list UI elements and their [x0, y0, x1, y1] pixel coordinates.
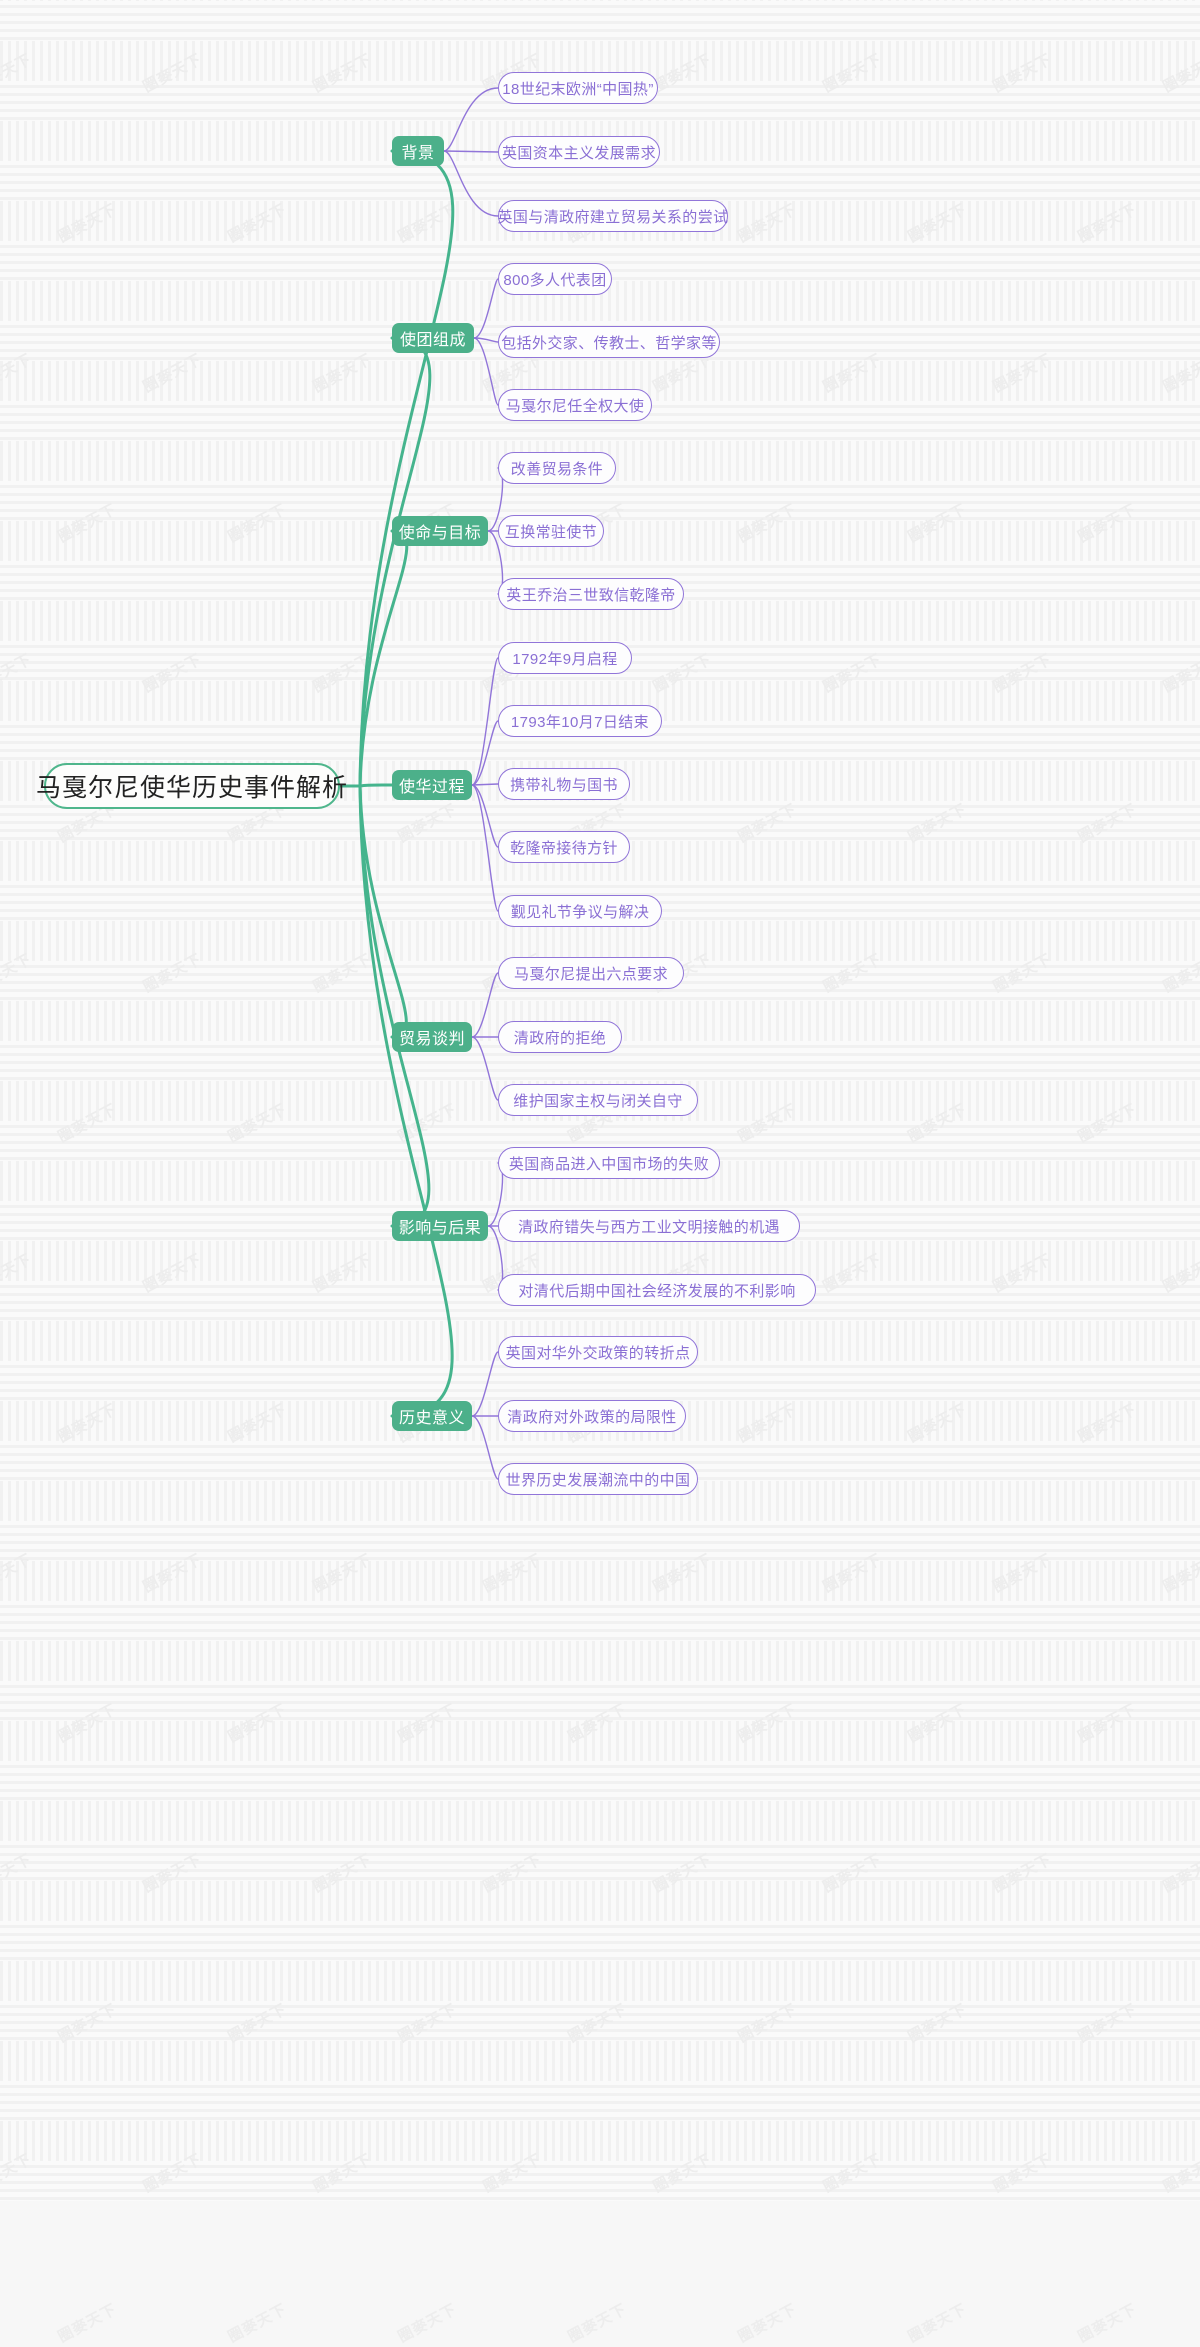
- leaf-node-5-0-label: 英国商品进入中国市场的失败: [508, 1155, 710, 1173]
- leaf-node-0-2-label: 英国与清政府建立贸易关系的尝试: [497, 208, 729, 226]
- leaf-node-0-1-label: 英国资本主义发展需求: [501, 144, 656, 162]
- leaf-node-4-0-label: 马戛尔尼提出六点要求: [513, 965, 668, 983]
- root-node-label: 马戛尔尼使华历史事件解析: [36, 774, 349, 802]
- leaf-node-0-0-label: 18世纪末欧洲“中国热”: [502, 80, 654, 98]
- edge-curve: [471, 720, 499, 786]
- leaf-node-6-0-label: 英国对华外交政策的转折点: [505, 1344, 691, 1362]
- leaf-node-2-2[interactable]: 英王乔治三世致信乾隆帝: [498, 578, 684, 610]
- branch-node-2-label: 使命与目标: [398, 525, 482, 542]
- branch-node-6[interactable]: 历史意义: [392, 1401, 472, 1431]
- edge-curve: [443, 87, 499, 152]
- leaf-node-0-0[interactable]: 18世纪末欧洲“中国热”: [498, 72, 658, 104]
- edge-curve: [471, 783, 499, 786]
- leaf-node-5-2[interactable]: 对清代后期中国社会经济发展的不利影响: [498, 1274, 816, 1306]
- edge-curve: [471, 972, 499, 1038]
- leaf-node-4-0[interactable]: 马戛尔尼提出六点要求: [498, 957, 684, 989]
- watermark-text: 圈麥天下: [1074, 2299, 1140, 2346]
- edge-curve: [471, 1415, 499, 1480]
- edge-curve: [471, 657, 499, 786]
- watermark-text: 圈麥天下: [394, 2299, 460, 2346]
- branch-node-3[interactable]: 使华过程: [392, 770, 472, 800]
- root-node[interactable]: 马戛尔尼使华历史事件解析: [36, 763, 347, 809]
- leaf-node-5-1[interactable]: 清政府错失与西方工业文明接触的机遇: [498, 1210, 800, 1242]
- edge-curve: [473, 337, 499, 343]
- watermark-text: 圈麥天下: [734, 2299, 800, 2346]
- edge-curve: [473, 278, 499, 339]
- leaf-node-4-1-label: 清政府的拒绝: [513, 1029, 607, 1047]
- leaf-node-1-2-label: 马戛尔尼任全权大使: [505, 397, 645, 415]
- leaf-node-5-0[interactable]: 英国商品进入中国市场的失败: [498, 1147, 720, 1179]
- branch-node-3-label: 使华过程: [398, 779, 465, 796]
- leaf-node-4-2[interactable]: 维护国家主权与闭关自守: [498, 1084, 698, 1116]
- watermark-text: 圈麥天下: [564, 2299, 630, 2346]
- edge-curve: [471, 784, 499, 848]
- leaf-node-4-1[interactable]: 清政府的拒绝: [498, 1021, 622, 1053]
- edge-curve: [471, 1351, 499, 1417]
- leaf-node-6-2-label: 世界历史发展潮流中的中国: [505, 1471, 691, 1489]
- watermark-text: 圈麥天下: [904, 2299, 970, 2346]
- leaf-node-0-1[interactable]: 英国资本主义发展需求: [498, 136, 660, 168]
- edge-curve: [471, 784, 499, 912]
- leaf-node-6-1-label: 清政府对外政策的局限性: [507, 1408, 677, 1426]
- leaf-node-3-1-label: 1793年10月7日结束: [510, 713, 650, 731]
- watermark-text: 圈麥天下: [224, 2299, 290, 2346]
- leaf-node-1-1[interactable]: 包括外交家、传教士、哲学家等: [498, 326, 720, 358]
- leaf-node-4-2-label: 维护国家主权与闭关自守: [513, 1092, 683, 1110]
- leaf-node-3-4-label: 觐见礼节争议与解决: [510, 903, 650, 921]
- leaf-node-3-2-label: 携带礼物与国书: [510, 776, 618, 794]
- leaf-node-1-2[interactable]: 马戛尔尼任全权大使: [498, 389, 652, 421]
- leaf-node-1-0-label: 800多人代表团: [503, 271, 607, 289]
- leaf-node-1-0[interactable]: 800多人代表团: [498, 263, 612, 295]
- leaf-node-2-0-label: 改善贸易条件: [510, 460, 604, 478]
- leaf-node-3-2[interactable]: 携带礼物与国书: [498, 768, 630, 800]
- watermark-text: 圈麥天下: [54, 2299, 120, 2346]
- leaf-node-2-0[interactable]: 改善贸易条件: [498, 452, 616, 484]
- leaf-node-2-1[interactable]: 互换常驻使节: [498, 515, 604, 547]
- branch-node-1[interactable]: 使团组成: [392, 323, 474, 353]
- branch-node-4[interactable]: 贸易谈判: [392, 1022, 472, 1052]
- branch-node-5-label: 影响与后果: [398, 1220, 482, 1237]
- branch-node-2[interactable]: 使命与目标: [392, 516, 488, 546]
- branch-node-0[interactable]: 背景: [392, 136, 444, 166]
- branch-node-5[interactable]: 影响与后果: [392, 1211, 488, 1241]
- branch-node-4-label: 贸易谈判: [398, 1031, 465, 1048]
- leaf-node-3-0-label: 1792年9月启程: [512, 650, 618, 668]
- mindmap-nodes: 马戛尔尼使华历史事件解析 背景 18世纪末欧洲“中国热” 英国资本主义发展需求英国与清…: [36, 72, 816, 1495]
- leaf-node-3-3[interactable]: 乾隆帝接待方针: [498, 831, 630, 863]
- leaf-node-3-3-label: 乾隆帝接待方针: [510, 839, 618, 857]
- branch-node-1-label: 使团组成: [399, 332, 466, 349]
- leaf-node-2-2-label: 英王乔治三世致信乾隆帝: [506, 586, 676, 604]
- leaf-node-3-1[interactable]: 1793年10月7日结束: [498, 705, 662, 737]
- edge-curve: [358, 149, 455, 788]
- leaf-node-6-0[interactable]: 英国对华外交政策的转折点: [498, 1336, 698, 1368]
- leaf-node-6-1[interactable]: 清政府对外政策的局限性: [498, 1400, 686, 1432]
- edge-curve: [443, 150, 499, 153]
- leaf-node-5-2-label: 对清代后期中国社会经济发展的不利影响: [518, 1282, 796, 1300]
- leaf-node-2-1-label: 互换常驻使节: [504, 523, 598, 541]
- leaf-node-0-2[interactable]: 英国与清政府建立贸易关系的尝试: [498, 200, 728, 232]
- leaf-node-1-1-label: 包括外交家、传教士、哲学家等: [501, 334, 717, 352]
- leaf-node-5-1-label: 清政府错失与西方工业文明接触的机遇: [518, 1218, 780, 1236]
- edge-curve: [473, 337, 499, 406]
- branch-node-6-label: 历史意义: [398, 1410, 465, 1427]
- edge-curve: [443, 150, 499, 217]
- leaf-node-3-4[interactable]: 觐见礼节争议与解决: [498, 895, 662, 927]
- leaf-node-6-2[interactable]: 世界历史发展潮流中的中国: [498, 1463, 698, 1495]
- branch-node-0-label: 背景: [401, 145, 435, 162]
- leaf-node-3-0[interactable]: 1792年9月启程: [498, 642, 632, 674]
- edge-curve: [471, 1036, 499, 1101]
